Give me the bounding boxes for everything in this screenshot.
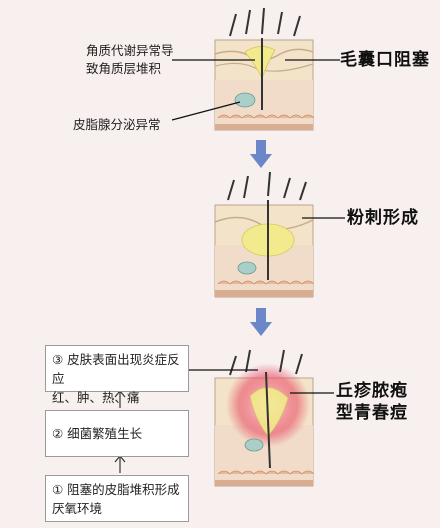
sebum-label: 皮脂腺分泌异常 [73,117,161,132]
hairs-block-3 [229,349,303,376]
skin-block-3 [214,363,315,487]
down-arrow-2-icon [250,308,272,336]
step-1-line1: ① 阻塞的皮脂堆积形成 [52,482,180,497]
step-3-line2: 红、肿、热、痛 [52,390,140,405]
keratin-label-line1: 角质代谢异常导 [86,43,174,58]
step-2-line1: ② 细菌繁殖生长 [52,426,143,441]
down-arrow-1-icon [250,140,272,168]
step-box-1: ① 阻塞的皮脂堆积形成 厌氧环境 [45,475,189,522]
stage1-title: 毛囊口阻塞 [340,50,430,70]
stage3-title: 丘疹脓疱 型青春痘 [336,380,408,424]
hairs-block-1 [229,7,301,37]
step-box-3: ③ 皮肤表面出现炎症反应 红、肿、热、痛 [45,345,189,405]
stage3-title-line1: 丘疹脓疱 [336,381,408,401]
stage3-title-line2: 型青春痘 [336,403,408,423]
step-1-line2: 厌氧环境 [52,501,103,516]
hairs-block-2 [227,171,307,201]
skin-block-1 [214,38,315,131]
skin-block-2 [214,200,315,298]
keratin-label-line2: 致角质层堆积 [86,61,162,76]
stage2-title: 粉刺形成 [347,208,419,228]
keratin-label: 角质代谢异常导 致角质层堆积 [86,42,174,78]
leader-lines [171,59,345,394]
up-arrow-2-icon [114,455,126,473]
step-box-2: ② 细菌繁殖生长 [45,410,189,457]
step-3-line1: ③ 皮肤表面出现炎症反应 [52,352,180,386]
